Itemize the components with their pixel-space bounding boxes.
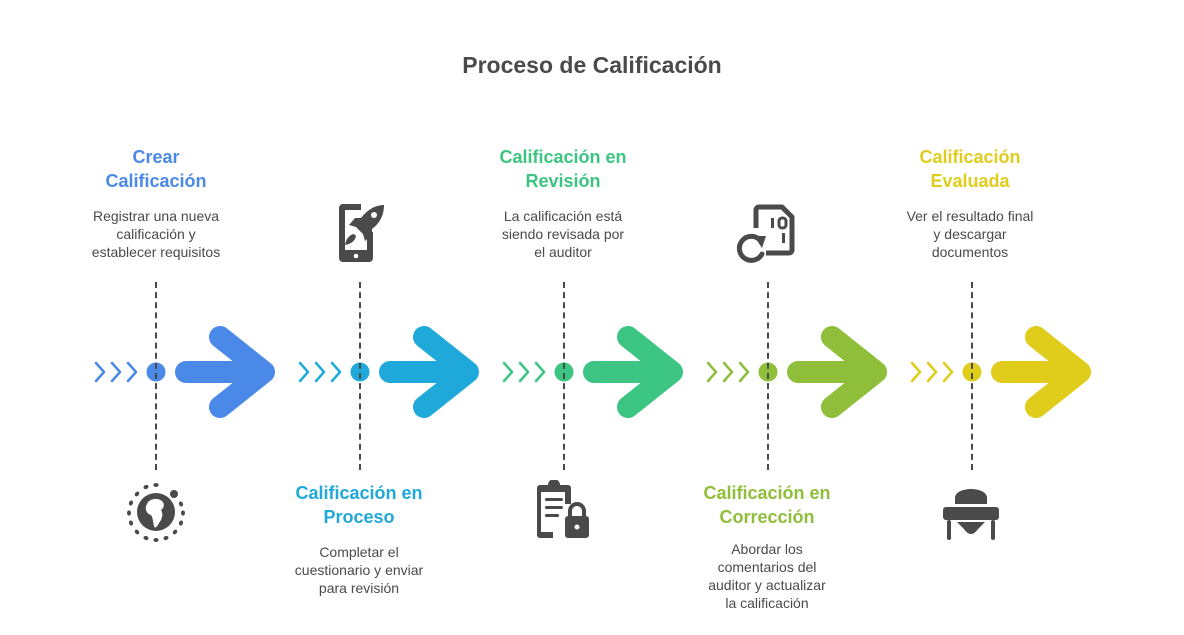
step-4-description: Abordar los comentarios del auditor y ac… bbox=[667, 540, 867, 612]
step-2-title: Calificación en Proceso bbox=[259, 481, 459, 529]
globe-africa-icon bbox=[124, 480, 188, 544]
diagram-title: Proceso de Calificación bbox=[462, 52, 722, 78]
arrow-head-icon bbox=[617, 326, 683, 418]
high-chair-icon bbox=[939, 478, 1003, 542]
step-5-description: Ver el resultado final y descargar docum… bbox=[870, 207, 1070, 261]
binary-file-refresh-icon bbox=[734, 200, 798, 264]
chevron-icon bbox=[110, 361, 122, 383]
chevron-icon bbox=[518, 361, 530, 383]
step-4-desc-line-2: comentarios del bbox=[717, 559, 817, 575]
arrow-head-icon bbox=[1025, 326, 1091, 418]
step-3-title: Calificación en Revisión bbox=[463, 145, 663, 193]
step-3-flow bbox=[502, 326, 683, 418]
step-3-desc-line-3: el auditor bbox=[534, 244, 592, 260]
chevron-icon bbox=[942, 361, 954, 383]
step-4-desc-line-1: Abordar los bbox=[731, 541, 803, 557]
step-4-title-line-2: Corrección bbox=[719, 507, 815, 527]
step-5-connector-line bbox=[971, 282, 973, 470]
step-5-title: Calificación Evaluada bbox=[870, 145, 1070, 193]
step-2-title-line-2: Proceso bbox=[323, 507, 395, 527]
step-5-title-line-2: Evaluada bbox=[930, 171, 1010, 191]
step-3-desc-line-1: La calificación está bbox=[503, 208, 623, 224]
step-5-desc-line-2: y descargar bbox=[933, 226, 1007, 242]
chevron-icon bbox=[314, 361, 326, 383]
step-1-connector-line bbox=[155, 282, 157, 470]
clipboard-lock-icon bbox=[531, 479, 595, 544]
chevron-icon bbox=[910, 361, 922, 383]
step-4-flow bbox=[706, 326, 887, 418]
step-1-title: Crear Calificación bbox=[56, 145, 256, 193]
arrow-head-icon bbox=[821, 326, 887, 418]
step-3-title-line-1: Calificación en bbox=[499, 147, 627, 167]
chevron-icon bbox=[330, 361, 342, 383]
chevron-icon bbox=[722, 361, 734, 383]
chevron-icon bbox=[534, 361, 546, 383]
step-5-desc-line-3: documentos bbox=[931, 244, 1009, 260]
step-2-desc-line-3: para revisión bbox=[318, 580, 400, 596]
step-5-flow bbox=[910, 326, 1091, 418]
step-4-title: Calificación en Corrección bbox=[667, 481, 867, 529]
step-1-desc-line-2: calificación y bbox=[116, 226, 196, 242]
step-1-title-line-2: Calificación bbox=[105, 171, 207, 191]
step-2-title-line-1: Calificación en bbox=[295, 483, 423, 503]
chevron-icon bbox=[706, 361, 718, 383]
step-3-title-line-2: Revisión bbox=[525, 171, 601, 191]
step-1-title-line-1: Crear bbox=[132, 147, 180, 167]
chevron-icon bbox=[502, 361, 514, 383]
step-2-desc-line-2: cuestionario y enviar bbox=[294, 562, 424, 578]
arrow-head-icon bbox=[413, 326, 479, 418]
chevron-icon bbox=[94, 361, 106, 383]
step-4-desc-line-4: la calificación bbox=[725, 595, 809, 611]
phone-rocket-icon bbox=[327, 200, 391, 264]
step-5-desc-line-1: Ver el resultado final bbox=[906, 208, 1034, 224]
step-3-connector-line bbox=[563, 282, 565, 470]
step-2-description: Completar el cuestionario y enviar para … bbox=[259, 543, 459, 597]
step-4-desc-line-3: auditor y actualizar bbox=[708, 577, 826, 593]
step-1-flow bbox=[94, 326, 275, 418]
step-1-desc-line-3: establecer requisitos bbox=[91, 244, 221, 260]
step-1-description: Registrar una nueva calificación y estab… bbox=[56, 207, 256, 261]
step-3-description: La calificación está siendo revisada por… bbox=[463, 207, 663, 261]
step-2-connector-line bbox=[359, 282, 361, 470]
arrow-head-icon bbox=[209, 326, 275, 418]
step-2-flow bbox=[298, 326, 479, 418]
chevron-icon bbox=[126, 361, 138, 383]
chevron-icon bbox=[926, 361, 938, 383]
chevron-icon bbox=[738, 361, 750, 383]
step-4-connector-line bbox=[767, 282, 769, 470]
step-1-desc-line-1: Registrar una nueva bbox=[92, 208, 220, 224]
step-4-title-line-1: Calificación en bbox=[703, 483, 831, 503]
chevron-icon bbox=[298, 361, 310, 383]
step-3-desc-line-2: siendo revisada por bbox=[501, 226, 625, 242]
step-5-title-line-1: Calificación bbox=[919, 147, 1021, 167]
step-2-desc-line-1: Completar el bbox=[319, 544, 399, 560]
